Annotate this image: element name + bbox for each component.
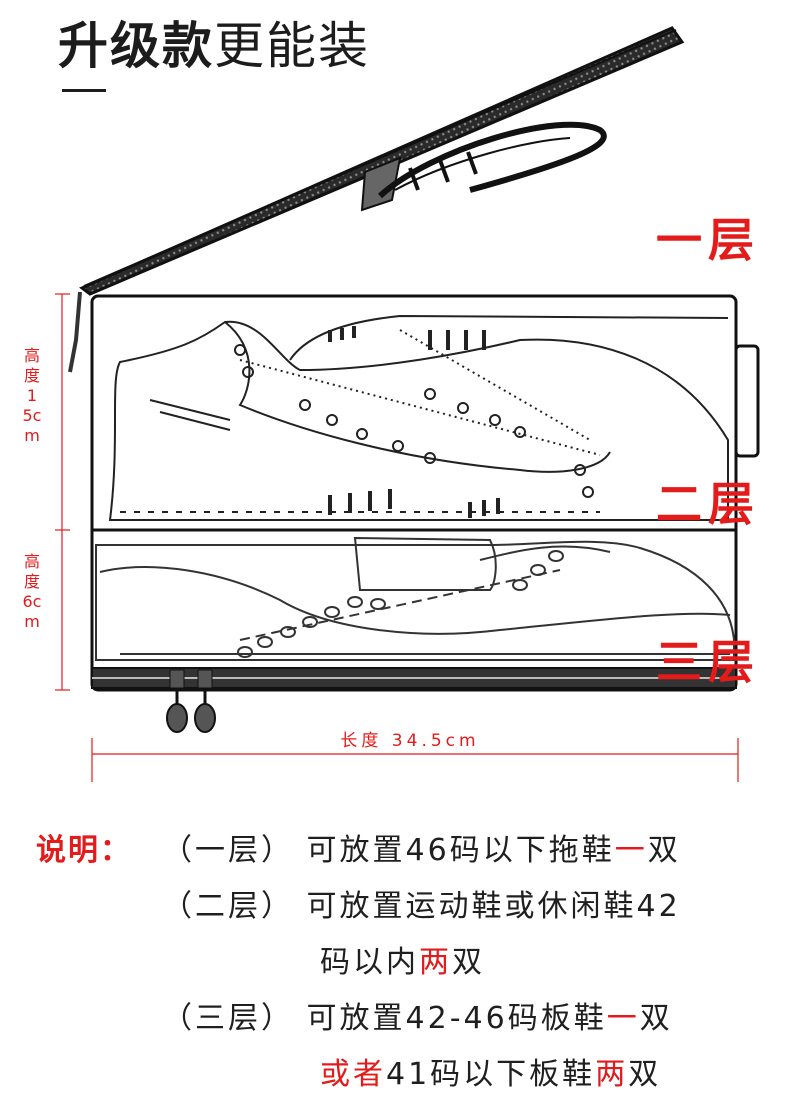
row-tag: （三层） [162, 1001, 294, 1036]
flat-sneaker-drawing [95, 536, 735, 661]
row-text: 可放置46码以下拖鞋 [306, 833, 615, 868]
layer-three-label: 三层 [656, 635, 760, 689]
row-highlight: 一 [614, 833, 648, 868]
row-text: 可放置运动鞋或休闲鞋42 [306, 889, 681, 924]
layer-two-label: 二层 [656, 477, 760, 531]
length-label: 长度 34.5cm [340, 731, 480, 751]
description-row-4: （三层） 可放置42-46码板鞋一双 [162, 1000, 673, 1038]
box-lid [79, 26, 685, 296]
title-bold: 升级款 [58, 17, 214, 75]
row-text: 41码以下板鞋 [386, 1057, 596, 1092]
description-row-3: 码以内两双 [320, 944, 485, 982]
row-highlight: 一 [606, 1001, 640, 1036]
row-text: 双 [452, 945, 485, 980]
row-text: 双 [647, 833, 681, 868]
box-body [90, 294, 760, 692]
title-underline [62, 89, 106, 92]
row-tag: （一层） [162, 833, 294, 868]
layer-one-label: 一层 [656, 213, 760, 267]
height-top-label: 高度 15cm [22, 346, 42, 445]
row-tag: （二层） [162, 889, 294, 924]
row-highlight: 或者 [320, 1057, 386, 1092]
shoe-box-illustration [55, 26, 760, 782]
description-key: 说明： [36, 832, 132, 870]
row-text: 码以内 [320, 945, 419, 980]
height-bottom-label: 高度 6cm [22, 552, 42, 631]
title-light: 更能装 [214, 17, 370, 75]
row-highlight: 两 [419, 945, 452, 980]
row-text: 双 [628, 1057, 662, 1092]
description-row-1: （一层） 可放置46码以下拖鞋一双 [162, 832, 681, 870]
dimension-lines [55, 293, 739, 782]
description-key-text: 说明： [36, 833, 132, 868]
page-title: 升级款更能装 [58, 14, 370, 78]
sneaker-pair-drawing [108, 314, 729, 521]
row-text: 可放置42-46码板鞋 [306, 1001, 607, 1036]
description-row-5: 或者41码以下板鞋两双 [320, 1056, 661, 1094]
zipper-pull-icon [68, 291, 216, 733]
description-row-2: （二层） 可放置运动鞋或休闲鞋42 [162, 888, 681, 926]
row-highlight: 两 [595, 1057, 629, 1092]
row-text: 双 [639, 1001, 673, 1036]
